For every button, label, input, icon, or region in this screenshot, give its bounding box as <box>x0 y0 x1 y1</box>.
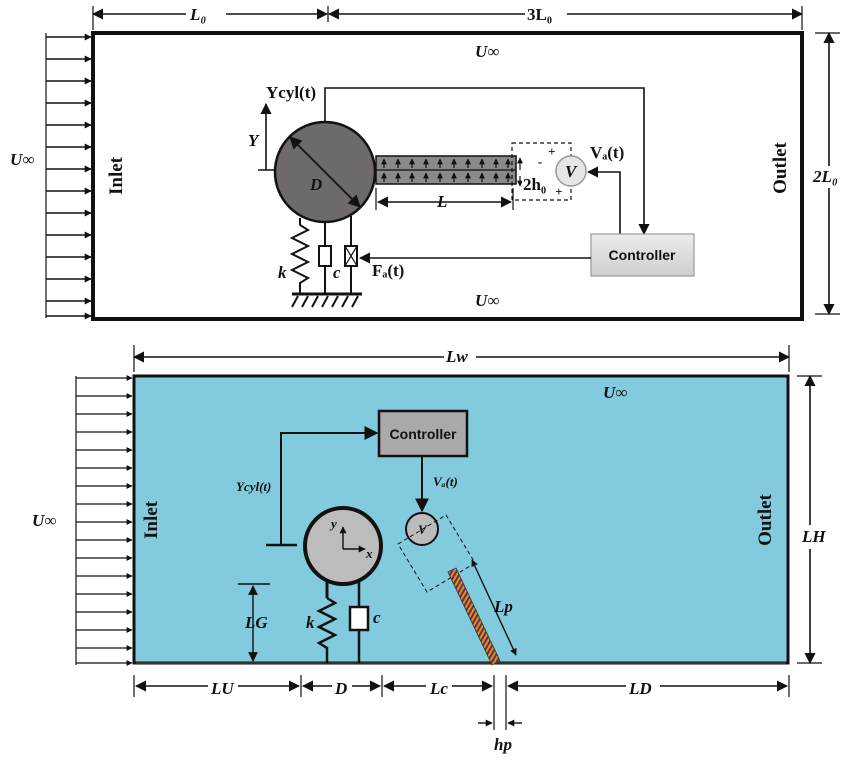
top-ground <box>291 292 362 308</box>
top-diameter-arrow <box>289 136 361 208</box>
bottom-axis-x-label: x <box>365 546 373 561</box>
bottom-plate-thickness-label: hp <box>494 735 512 754</box>
top-diameter-label: D <box>309 175 322 194</box>
top-voltage-source-label: V <box>565 162 578 181</box>
bottom-ycyl-label: Ycyl(t) <box>236 479 271 494</box>
top-spring-label: k <box>278 263 287 282</box>
bottom-inlet-label: Inlet <box>141 500 162 539</box>
bottom-width-label: Lw <box>445 347 468 366</box>
top-freestream-upper: U∞ <box>475 42 499 61</box>
top-thickness-label: 2h₀ <box>523 175 546 194</box>
top-diagram: L₀ 3L₀ 2L₀ U∞ Inlet Ou <box>10 4 852 321</box>
top-plate-length-label: L <box>436 192 447 211</box>
bottom-inlet-flow-arrows <box>75 375 133 666</box>
bottom-spacing-label: Lc <box>429 679 448 698</box>
bottom-freestream-label: U∞ <box>603 383 627 402</box>
top-voltage-signal-line <box>586 166 621 236</box>
bottom-downstream-label: LD <box>628 679 652 698</box>
top-inlet-freestream-label: U∞ <box>10 150 34 169</box>
top-outlet-label: Outlet <box>770 141 791 193</box>
top-piezo-plate <box>375 155 517 185</box>
top-controller-box <box>590 233 695 277</box>
bottom-applied-voltage-label: Vₐ(t) <box>433 474 458 489</box>
top-spring <box>289 224 311 293</box>
top-actuator <box>344 216 358 293</box>
bottom-voltage-source-label: V <box>418 522 428 537</box>
bottom-controller-label: Controller <box>390 426 457 442</box>
bottom-height-label: LH <box>801 527 826 546</box>
bottom-axis-y-label: y <box>329 516 337 531</box>
top-inlet-flow-arrows <box>45 33 92 320</box>
top-plus-top: + <box>548 144 555 159</box>
bottom-diameter-label: D <box>334 679 347 698</box>
top-length-3l0: 3L₀ <box>527 5 552 24</box>
top-inlet-label: Inlet <box>106 156 127 195</box>
top-minus-top: - <box>538 154 542 169</box>
top-controller-label: Controller <box>609 247 676 263</box>
top-force-label: Fₐ(t) <box>372 261 404 280</box>
top-damper <box>318 222 332 293</box>
bottom-outlet-label: Outlet <box>755 493 776 545</box>
top-feedback-line <box>324 87 650 236</box>
bottom-plate-length-arrow <box>471 559 517 656</box>
bottom-inlet-freestream-label: U∞ <box>32 511 56 530</box>
bottom-spring-label: k <box>306 613 315 632</box>
bottom-damper-label: c <box>373 608 381 627</box>
bottom-upstream-label: LU <box>210 679 234 698</box>
bottom-plate-length-label: Lp <box>493 597 513 616</box>
top-y-label: Y <box>248 131 260 150</box>
bottom-gap-label: LG <box>244 613 268 632</box>
bottom-spring <box>316 596 338 663</box>
top-plus-bottom: + <box>555 184 562 199</box>
bottom-damper <box>348 580 370 663</box>
top-height-label: 2L₀ <box>812 167 838 186</box>
top-damper-label: c <box>333 263 341 282</box>
top-applied-voltage-label: Vₐ(t) <box>590 143 624 162</box>
bottom-feedback-line <box>280 426 379 545</box>
top-freestream-lower: U∞ <box>475 291 499 310</box>
top-ycyl-label: Ycyl(t) <box>266 83 316 102</box>
bottom-diagram: Lw LH U∞ <box>32 344 830 754</box>
top-voltage-source <box>555 155 587 187</box>
top-length-l0: L₀ <box>189 5 206 24</box>
